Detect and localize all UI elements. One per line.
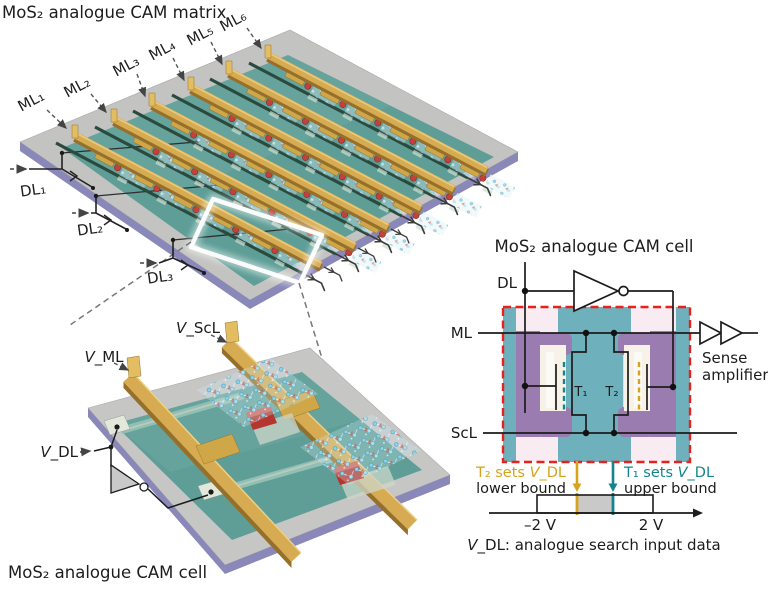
- mos2-lattice-lower: [300, 414, 421, 485]
- ml-label-arrows: [46, 27, 262, 129]
- cam-cell-illustration: [79, 320, 451, 574]
- inverter-icon: [110, 463, 141, 494]
- scl-stripes: [55, 61, 469, 275]
- circuit-diagram: [478, 262, 758, 518]
- t2-bound-note-line2: lower bound: [476, 481, 566, 497]
- sense-amplifier-label-line1: Sense: [702, 349, 747, 367]
- t1-channel-bracket: [571, 333, 587, 433]
- bound-arrows: [572, 461, 618, 492]
- highlight-box: [185, 193, 328, 289]
- ml1-label: ML₁: [15, 87, 48, 116]
- cell-title: MoS₂ analogue CAM cell: [8, 563, 207, 582]
- sense-amplifier-label-line2: amplifier: [702, 366, 768, 384]
- matrix-title: MoS₂ analogue CAM matrix: [2, 3, 227, 22]
- zoom-connector-lines: [69, 241, 326, 369]
- cell-label-arrows: [113, 334, 228, 371]
- v-dl-label: V_DL: [40, 443, 78, 462]
- t1-label: T₁: [573, 385, 587, 400]
- vdl-caption: V_DL: analogue search input data: [467, 536, 721, 555]
- t2-label: T₂: [604, 385, 618, 400]
- cam-matrix-illustration: [10, 29, 519, 369]
- t1-bound-note-line2: upper bound: [624, 481, 717, 497]
- v-scl-label: V_ScL: [176, 319, 221, 338]
- ml2-label: ML₂: [61, 73, 94, 102]
- dl-label: DL: [497, 274, 518, 292]
- sense-amplifier-icon: [699, 320, 758, 346]
- dl-inverter-icon: [573, 269, 621, 313]
- range-axis: [489, 493, 703, 518]
- t1-bound-note-line1: T₁ sets V_DL: [623, 465, 714, 481]
- ml-label: ML: [451, 324, 473, 342]
- red-dashed-box: [501, 305, 692, 464]
- dl1-label: DL₁: [19, 179, 47, 200]
- vdl-junction-dot: [108, 444, 114, 450]
- micrograph-background: [503, 307, 690, 462]
- mos2-lattice-upper: [196, 358, 318, 427]
- ml5-label: ML₅: [184, 21, 217, 50]
- axis-min-label: –2 V: [524, 516, 557, 534]
- junction-dots: [521, 287, 677, 437]
- dl-wires: [10, 154, 204, 273]
- inverter-bubble: [139, 482, 149, 492]
- gate2-contact-dot: [208, 489, 214, 495]
- v-ml-label: V_ML: [84, 348, 124, 367]
- t2-bound-note-line1: T₂ sets V_DL: [475, 465, 566, 481]
- scl-label: ScL: [451, 424, 478, 442]
- dl-inverter-bubble: [618, 285, 629, 297]
- t2-channel-bracket: [613, 333, 629, 433]
- axis-max-label: 2 V: [639, 516, 664, 534]
- dl-wire-contacts: [59, 150, 206, 275]
- gate1-contact-dot: [114, 424, 120, 430]
- v-ml-rail: [123, 355, 302, 568]
- dl3-label: DL₃: [146, 266, 174, 287]
- circuit-title: MoS₂ analogue CAM cell: [494, 237, 693, 256]
- dl2-label: DL₂: [76, 218, 104, 239]
- match-range-fill: [577, 495, 613, 513]
- cell-substrate-edge: [88, 408, 450, 574]
